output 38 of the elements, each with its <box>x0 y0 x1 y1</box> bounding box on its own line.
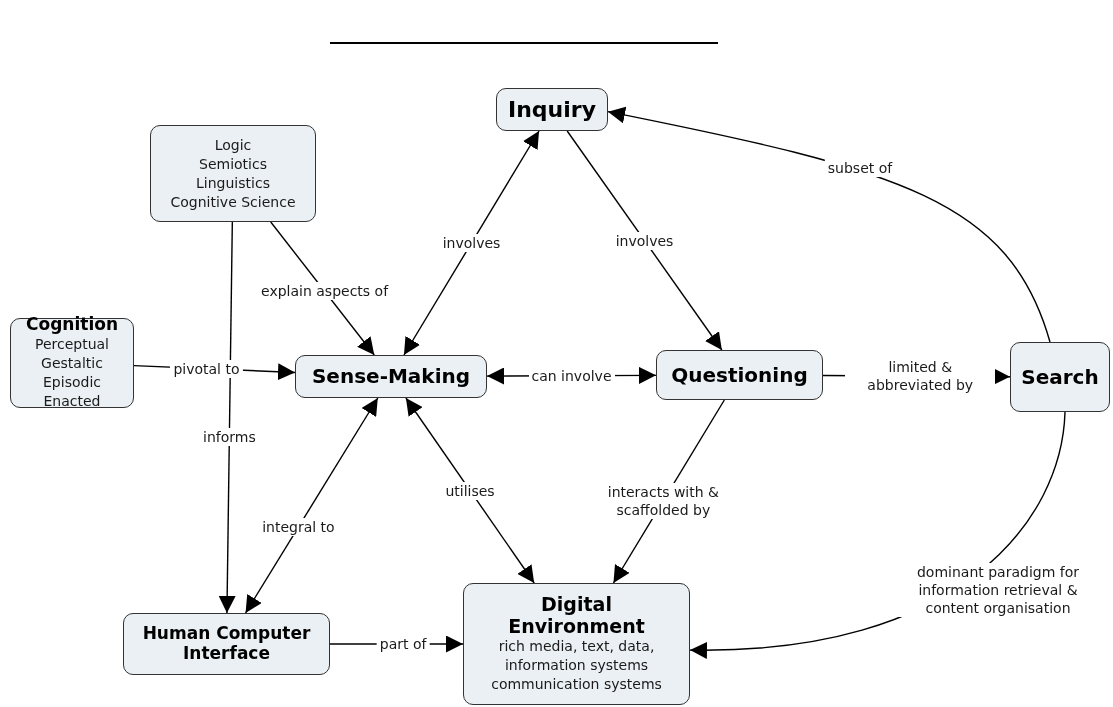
arrow <box>403 130 540 356</box>
arrow <box>566 130 723 351</box>
concept-title: Sense-Making <box>311 365 471 388</box>
concept-title: Digital Environment <box>507 593 646 638</box>
concept-text: information systems <box>504 656 649 676</box>
concept-text: rich media, text, data, <box>498 637 655 657</box>
concept-box <box>123 613 330 675</box>
arrow <box>270 221 375 356</box>
concept-box <box>656 350 823 400</box>
concept-text: Logic <box>214 135 252 155</box>
concept-box <box>463 583 690 705</box>
edge-label: pivotal to <box>170 359 243 378</box>
concept-title: Search <box>1021 365 1099 389</box>
arrow <box>607 106 1051 343</box>
edge-label: limited & abbreviated by <box>845 358 996 395</box>
concept-box <box>1010 342 1110 412</box>
concept-box <box>295 355 487 398</box>
concept-text: Enacted <box>43 391 101 411</box>
concept-title: Cognition <box>26 315 118 335</box>
concept-text: Linguistics <box>196 173 270 193</box>
concept-title: Inquiry <box>508 96 596 123</box>
edge-label: explain aspects of <box>258 282 392 301</box>
concept-text: Episodic <box>43 372 101 392</box>
arrow <box>244 397 379 614</box>
edge-label: part of <box>376 635 430 653</box>
arrow <box>218 221 236 614</box>
concept-text: Cognitive Science <box>170 192 296 212</box>
concept-text: Perceptual <box>34 334 109 354</box>
concept-text: Gestaltic <box>41 353 103 373</box>
concept-title: Questioning <box>671 363 808 387</box>
concept-box <box>10 318 134 408</box>
arrow <box>405 397 535 584</box>
concept-title: Human Computer Interface <box>141 624 312 664</box>
concept-text: communication systems <box>491 675 662 695</box>
edge-label: subset of <box>824 159 896 177</box>
concept-box <box>496 88 608 131</box>
concept-text: Semiotics <box>199 154 267 174</box>
concept-box <box>150 125 316 222</box>
